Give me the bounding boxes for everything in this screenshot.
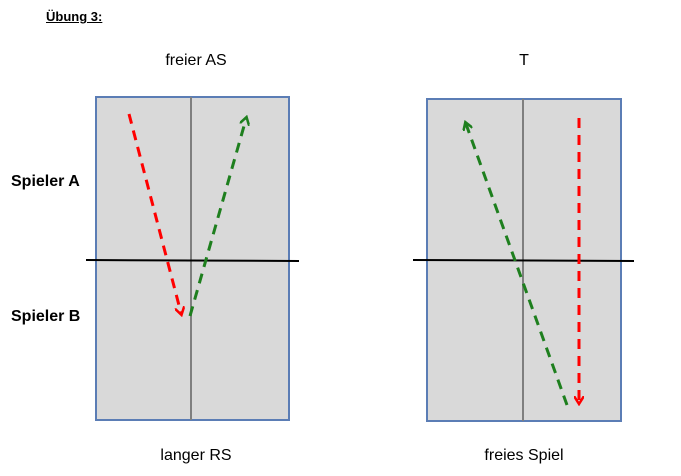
right-court: [412, 98, 635, 422]
left-court-top-caption: freier AS: [165, 52, 227, 69]
red-arrow-serve: [127, 113, 181, 313]
green-arrow-return: [188, 119, 246, 317]
row-label-player-a: Spieler A: [11, 173, 80, 190]
left-court-surface: [95, 96, 290, 421]
row-label-player-b: Spieler B: [11, 308, 81, 325]
right-court-net: [412, 259, 635, 262]
right-court-top-caption: T: [519, 52, 529, 69]
exercise-title: Übung 3:: [46, 9, 103, 24]
left-court-net: [85, 259, 300, 262]
left-court: [85, 96, 300, 421]
right-court-bottom-caption: freies Spiel: [484, 447, 564, 464]
left-court-bottom-caption: langer RS: [160, 447, 232, 464]
